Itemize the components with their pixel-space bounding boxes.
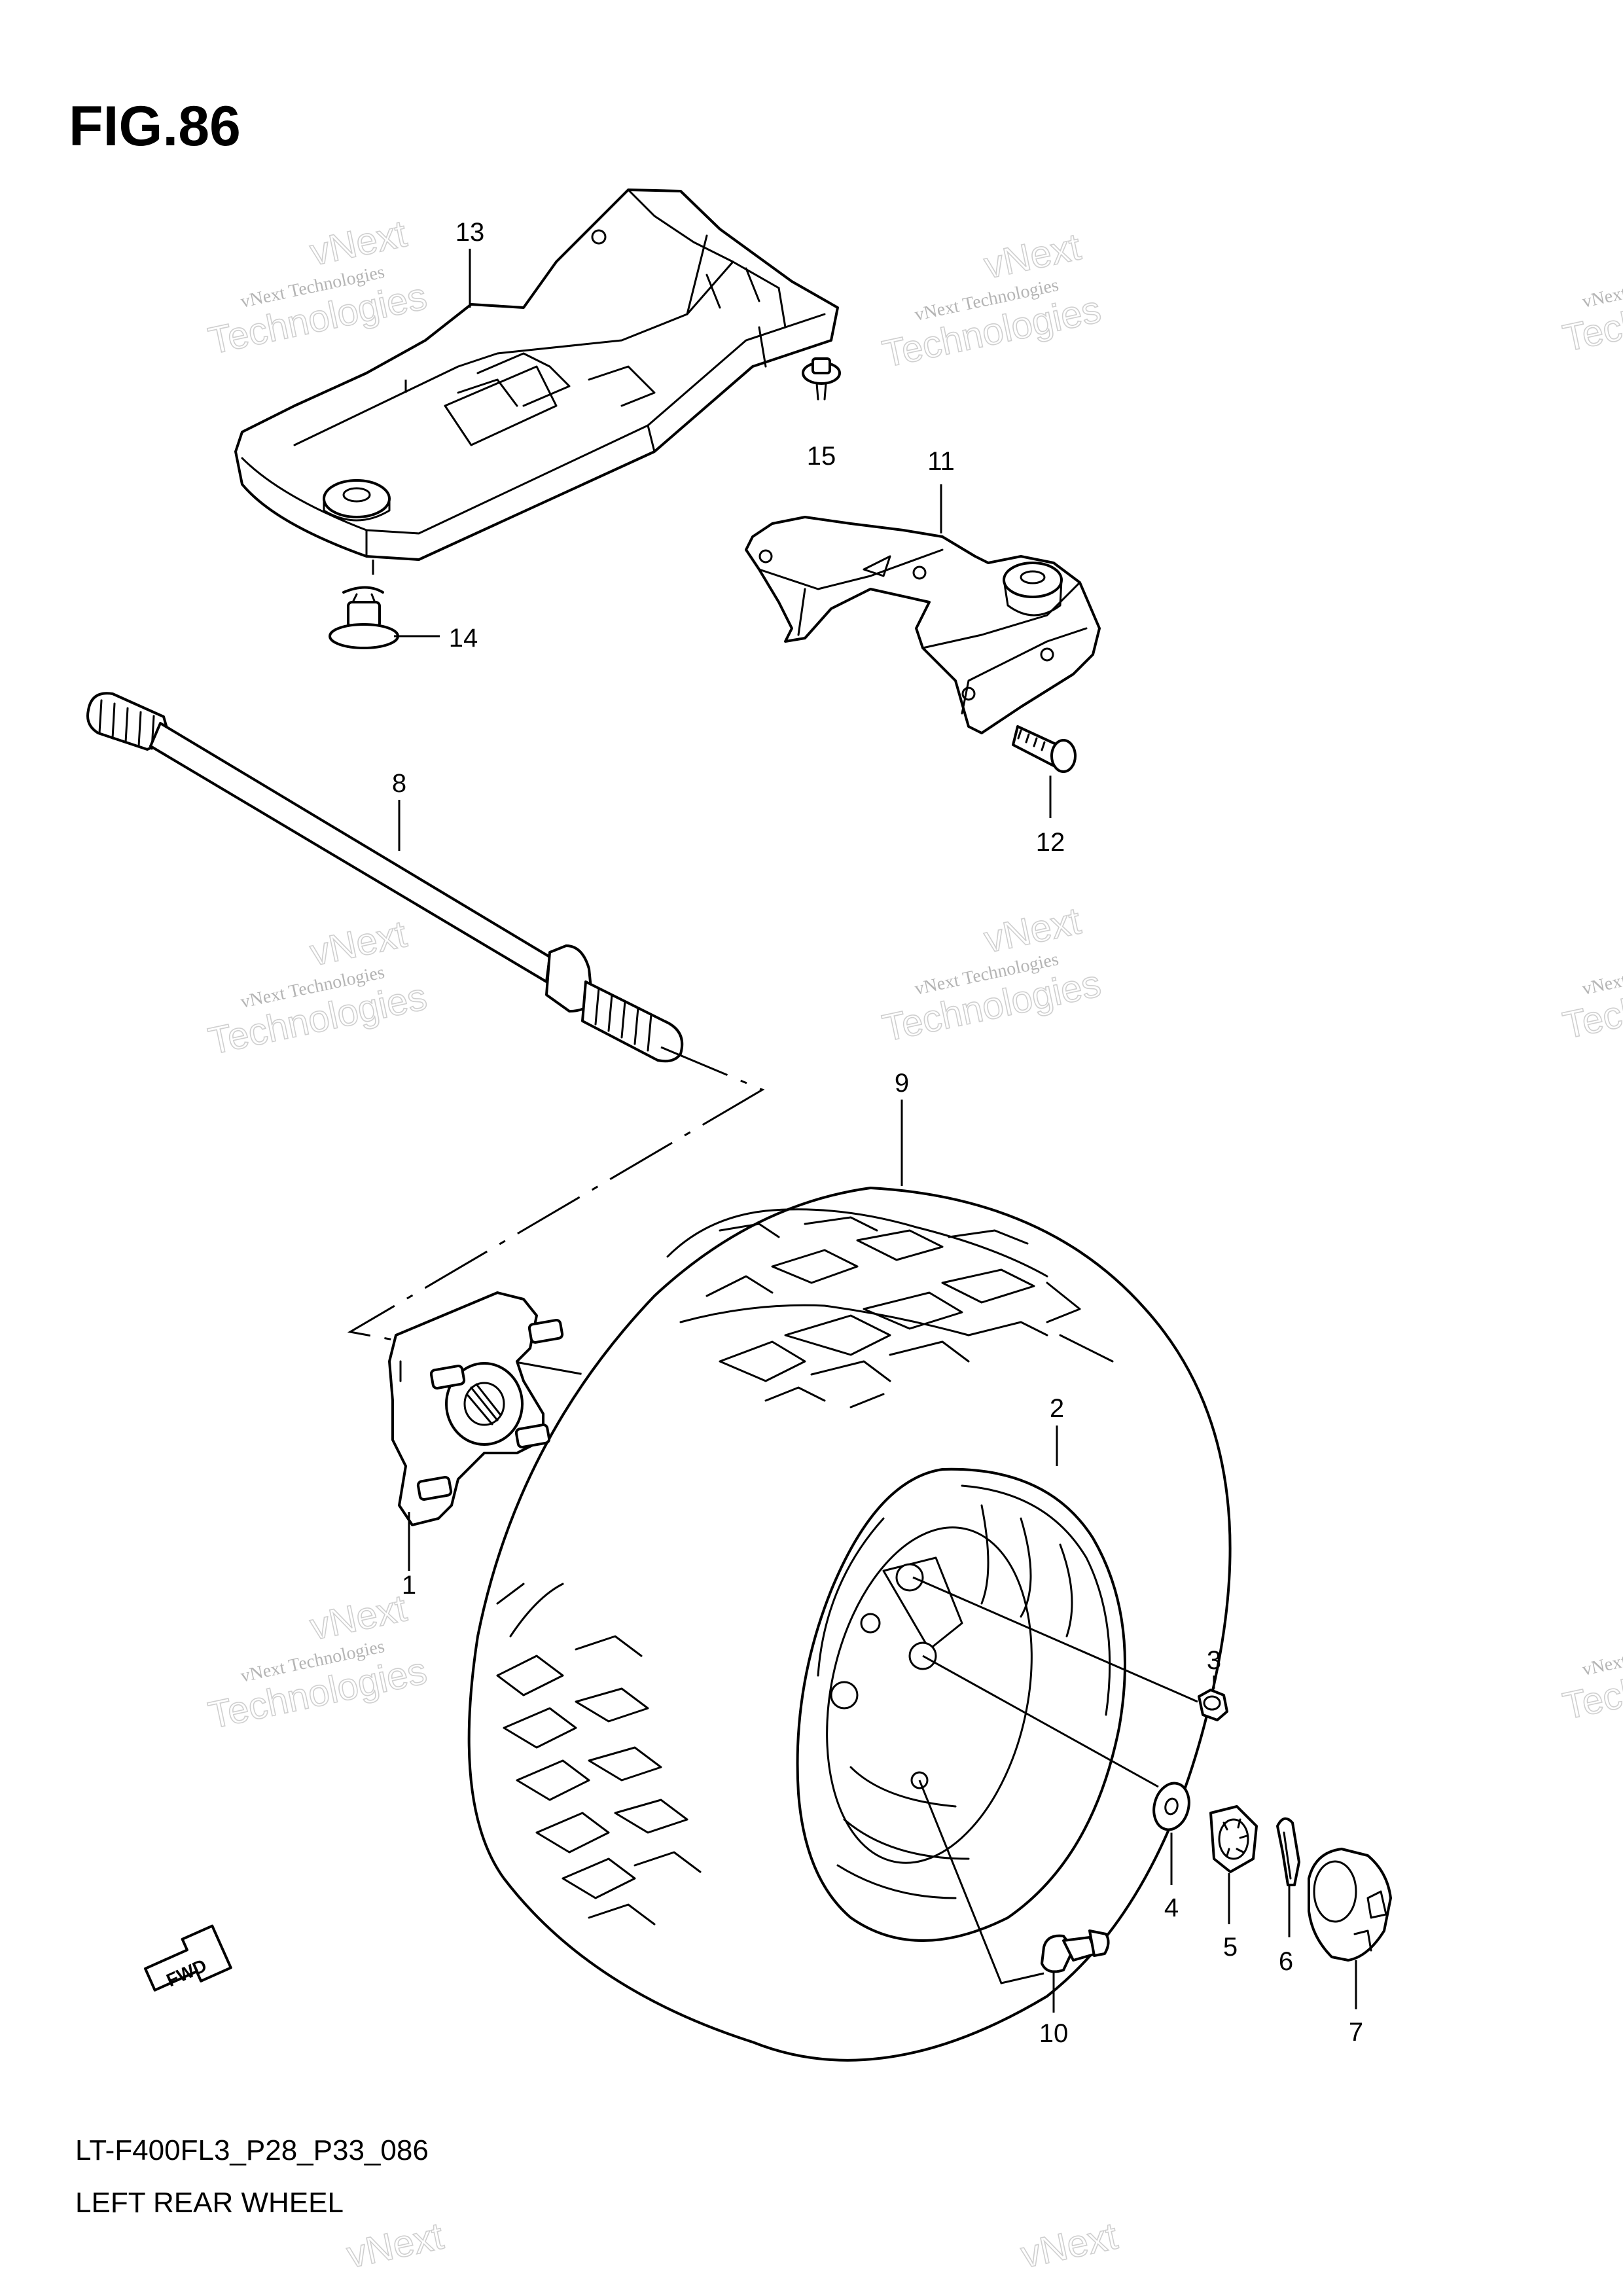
watermark: vNext Technologies Technologies vNext — [878, 224, 1105, 376]
watermark: vNext Technologies Technologies — [1559, 1630, 1623, 1729]
diagram-code: LT-F400FL3_P28_P33_086 — [75, 2134, 429, 2166]
callout-4: 4 — [1164, 1893, 1179, 1922]
callout-3: 3 — [1207, 1646, 1221, 1675]
diagram-name: LEFT REAR WHEEL — [75, 2187, 344, 2219]
svg-text:vNext Technologies: vNext Technologies — [1580, 262, 1623, 312]
valve-stem-part-10 — [1041, 1929, 1110, 2013]
watermark: vNext Technologies Technologies vNext — [204, 211, 431, 363]
watermark: vNext Technologies Technologies vNext — [204, 1586, 431, 1737]
skid-plate-part-13 — [234, 188, 839, 575]
bolt-part-12 — [1012, 725, 1077, 818]
svg-text:vNext: vNext — [306, 212, 410, 274]
callout-8: 8 — [392, 769, 406, 798]
assembly-line — [922, 1655, 1159, 1788]
callout-15: 15 — [807, 442, 836, 471]
callout-2: 2 — [1050, 1394, 1064, 1423]
cap-part-7 — [1308, 1848, 1392, 2009]
callout-10: 10 — [1039, 2019, 1069, 2048]
watermark: vNext Technologies Technologies — [1559, 949, 1623, 1048]
assembly-line — [347, 1046, 765, 1379]
svg-text:vNext Technologies: vNext Technologies — [1580, 949, 1623, 999]
cotter-pin-part-6 — [1276, 1817, 1300, 1937]
callout-1: 1 — [402, 1571, 416, 1600]
watermark: vNext Technologies Technologies — [1559, 262, 1623, 361]
svg-text:vNext: vNext — [980, 225, 1084, 287]
callout-12: 12 — [1036, 828, 1065, 857]
svg-text:vNext: vNext — [980, 899, 1084, 961]
figure-title: FIG.86 — [69, 95, 241, 158]
callout-5: 5 — [1223, 1933, 1238, 1962]
drive-shaft-part-8 — [86, 692, 684, 1063]
callout-14: 14 — [449, 624, 478, 653]
castle-nut-part-5 — [1209, 1805, 1258, 1924]
assembly-line — [918, 1780, 1044, 1984]
callout-6: 6 — [1279, 1947, 1293, 1976]
svg-text:vNext: vNext — [306, 1587, 410, 1648]
wheel-hub-part-1 — [388, 1291, 564, 1571]
bolt-part-14 — [329, 586, 440, 649]
callout-13: 13 — [455, 218, 485, 247]
callout-9: 9 — [895, 1069, 909, 1098]
svg-text:vNext: vNext — [306, 912, 410, 974]
callout-11: 11 — [927, 447, 955, 476]
screw-part-15 — [802, 357, 841, 401]
assembly-line — [912, 1576, 1198, 1703]
watermark: vNext Technologies Technologies vNext — [204, 912, 431, 1063]
svg-text:vNext: vNext — [343, 2215, 447, 2276]
callout-7: 7 — [1349, 2018, 1363, 2047]
watermark: vNext — [1017, 2214, 1122, 2277]
nut-part-3 — [1198, 1676, 1228, 1721]
bracket-part-11 — [745, 484, 1101, 734]
svg-text:vNext Technologies: vNext Technologies — [1580, 1630, 1623, 1680]
watermark: vNext Technologies Technologies vNext — [878, 899, 1105, 1050]
forward-arrow-icon: FWD — [143, 1924, 232, 1992]
washer-part-4 — [1152, 1782, 1190, 1885]
watermark: vNext — [343, 2214, 448, 2277]
wheel-rim-part-2 — [796, 1426, 1126, 1942]
svg-text:vNext: vNext — [1017, 2215, 1121, 2276]
